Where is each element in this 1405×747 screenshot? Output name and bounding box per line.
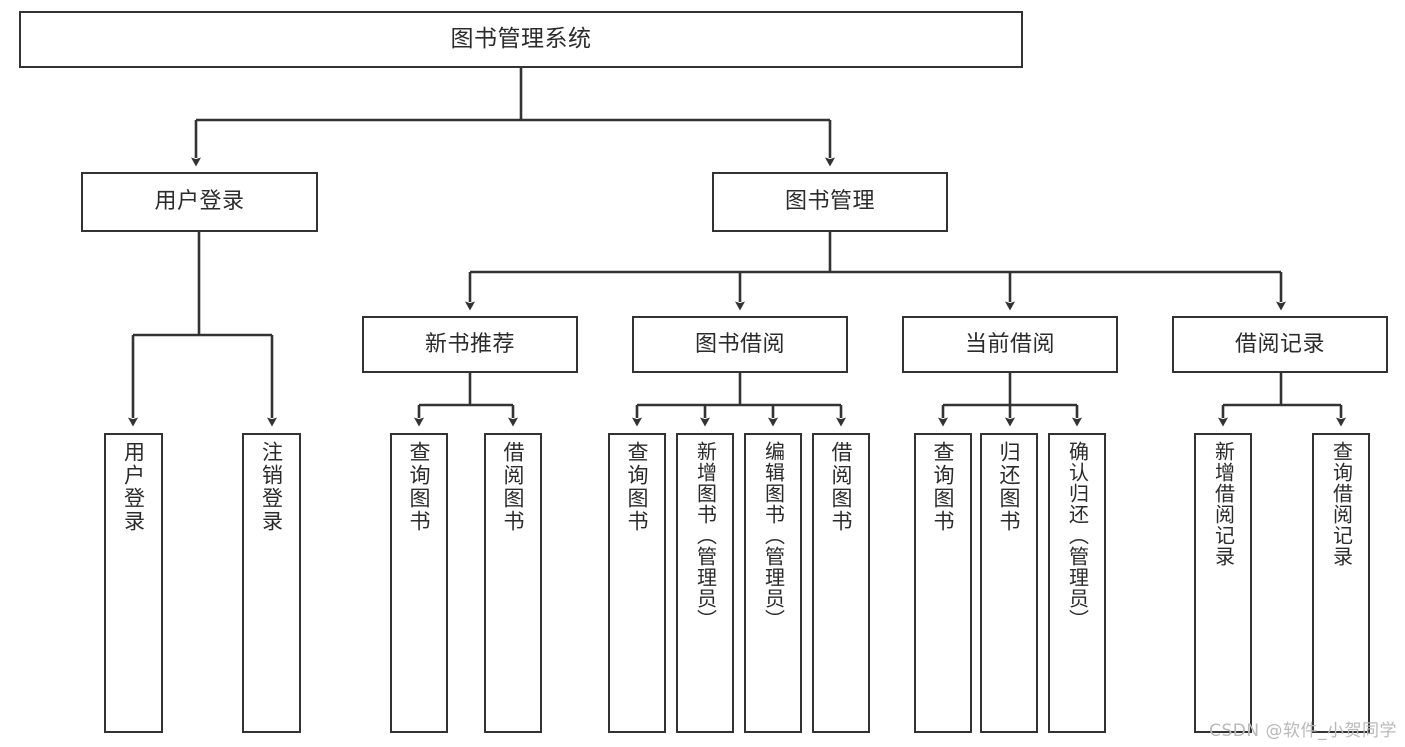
node-label: 查询图书 (407, 441, 432, 533)
node-label: 查询图书 (625, 441, 650, 533)
leaf-borrow-borrow-book[interactable]: 借阅图书 (812, 433, 870, 733)
leaf-recommend-query-book[interactable]: 查询图书 (390, 433, 448, 733)
leaf-user-logout[interactable]: 注销登录 (242, 433, 301, 733)
node-label: 查询借阅记录 (1329, 441, 1354, 567)
node-label: 确认归还（管理员） (1065, 441, 1090, 630)
leaf-current-return-book[interactable]: 归还图书 (980, 433, 1038, 733)
node-label: 新增图书（管理员） (693, 441, 718, 630)
leaf-borrow-query-book[interactable]: 查询图书 (608, 433, 666, 733)
leaf-current-confirm-return-admin[interactable]: 确认归还（管理员） (1048, 433, 1106, 733)
node-borrow-record[interactable]: 借阅记录 (1172, 316, 1388, 373)
node-label: 注销登录 (259, 441, 284, 533)
node-user-login[interactable]: 用户登录 (81, 172, 318, 232)
node-root-system[interactable]: 图书管理系统 (19, 11, 1023, 68)
leaf-recommend-borrow-book[interactable]: 借阅图书 (484, 433, 542, 733)
node-label: 归还图书 (997, 441, 1022, 533)
node-current-borrow[interactable]: 当前借阅 (902, 316, 1118, 373)
node-book-borrow[interactable]: 图书借阅 (632, 316, 848, 373)
leaf-record-query-record[interactable]: 查询借阅记录 (1312, 433, 1370, 733)
leaf-record-add-record[interactable]: 新增借阅记录 (1194, 433, 1252, 733)
leaf-current-query-book[interactable]: 查询图书 (914, 433, 972, 733)
node-label: 当前借阅 (964, 331, 1055, 357)
node-new-book-recommend[interactable]: 新书推荐 (362, 316, 578, 373)
node-label: 用户登录 (121, 441, 146, 533)
node-label: 新增借阅记录 (1211, 441, 1236, 567)
node-label: 用户登录 (154, 189, 245, 215)
node-label: 图书管理系统 (450, 25, 592, 52)
node-label: 借阅记录 (1234, 331, 1325, 357)
node-label: 借阅图书 (829, 441, 854, 533)
node-label: 编辑图书（管理员） (761, 441, 786, 630)
node-label: 借阅图书 (501, 441, 526, 533)
leaf-borrow-add-book-admin[interactable]: 新增图书（管理员） (676, 433, 734, 733)
node-label: 新书推荐 (424, 331, 515, 357)
watermark-text: CSDN @软件_小贺同学 (1209, 721, 1397, 741)
node-label: 查询图书 (931, 441, 956, 533)
node-label: 图书管理 (784, 189, 875, 215)
leaf-borrow-edit-book-admin[interactable]: 编辑图书（管理员） (744, 433, 802, 733)
node-book-management[interactable]: 图书管理 (712, 172, 948, 232)
leaf-user-login[interactable]: 用户登录 (104, 433, 163, 733)
node-label: 图书借阅 (694, 331, 785, 357)
